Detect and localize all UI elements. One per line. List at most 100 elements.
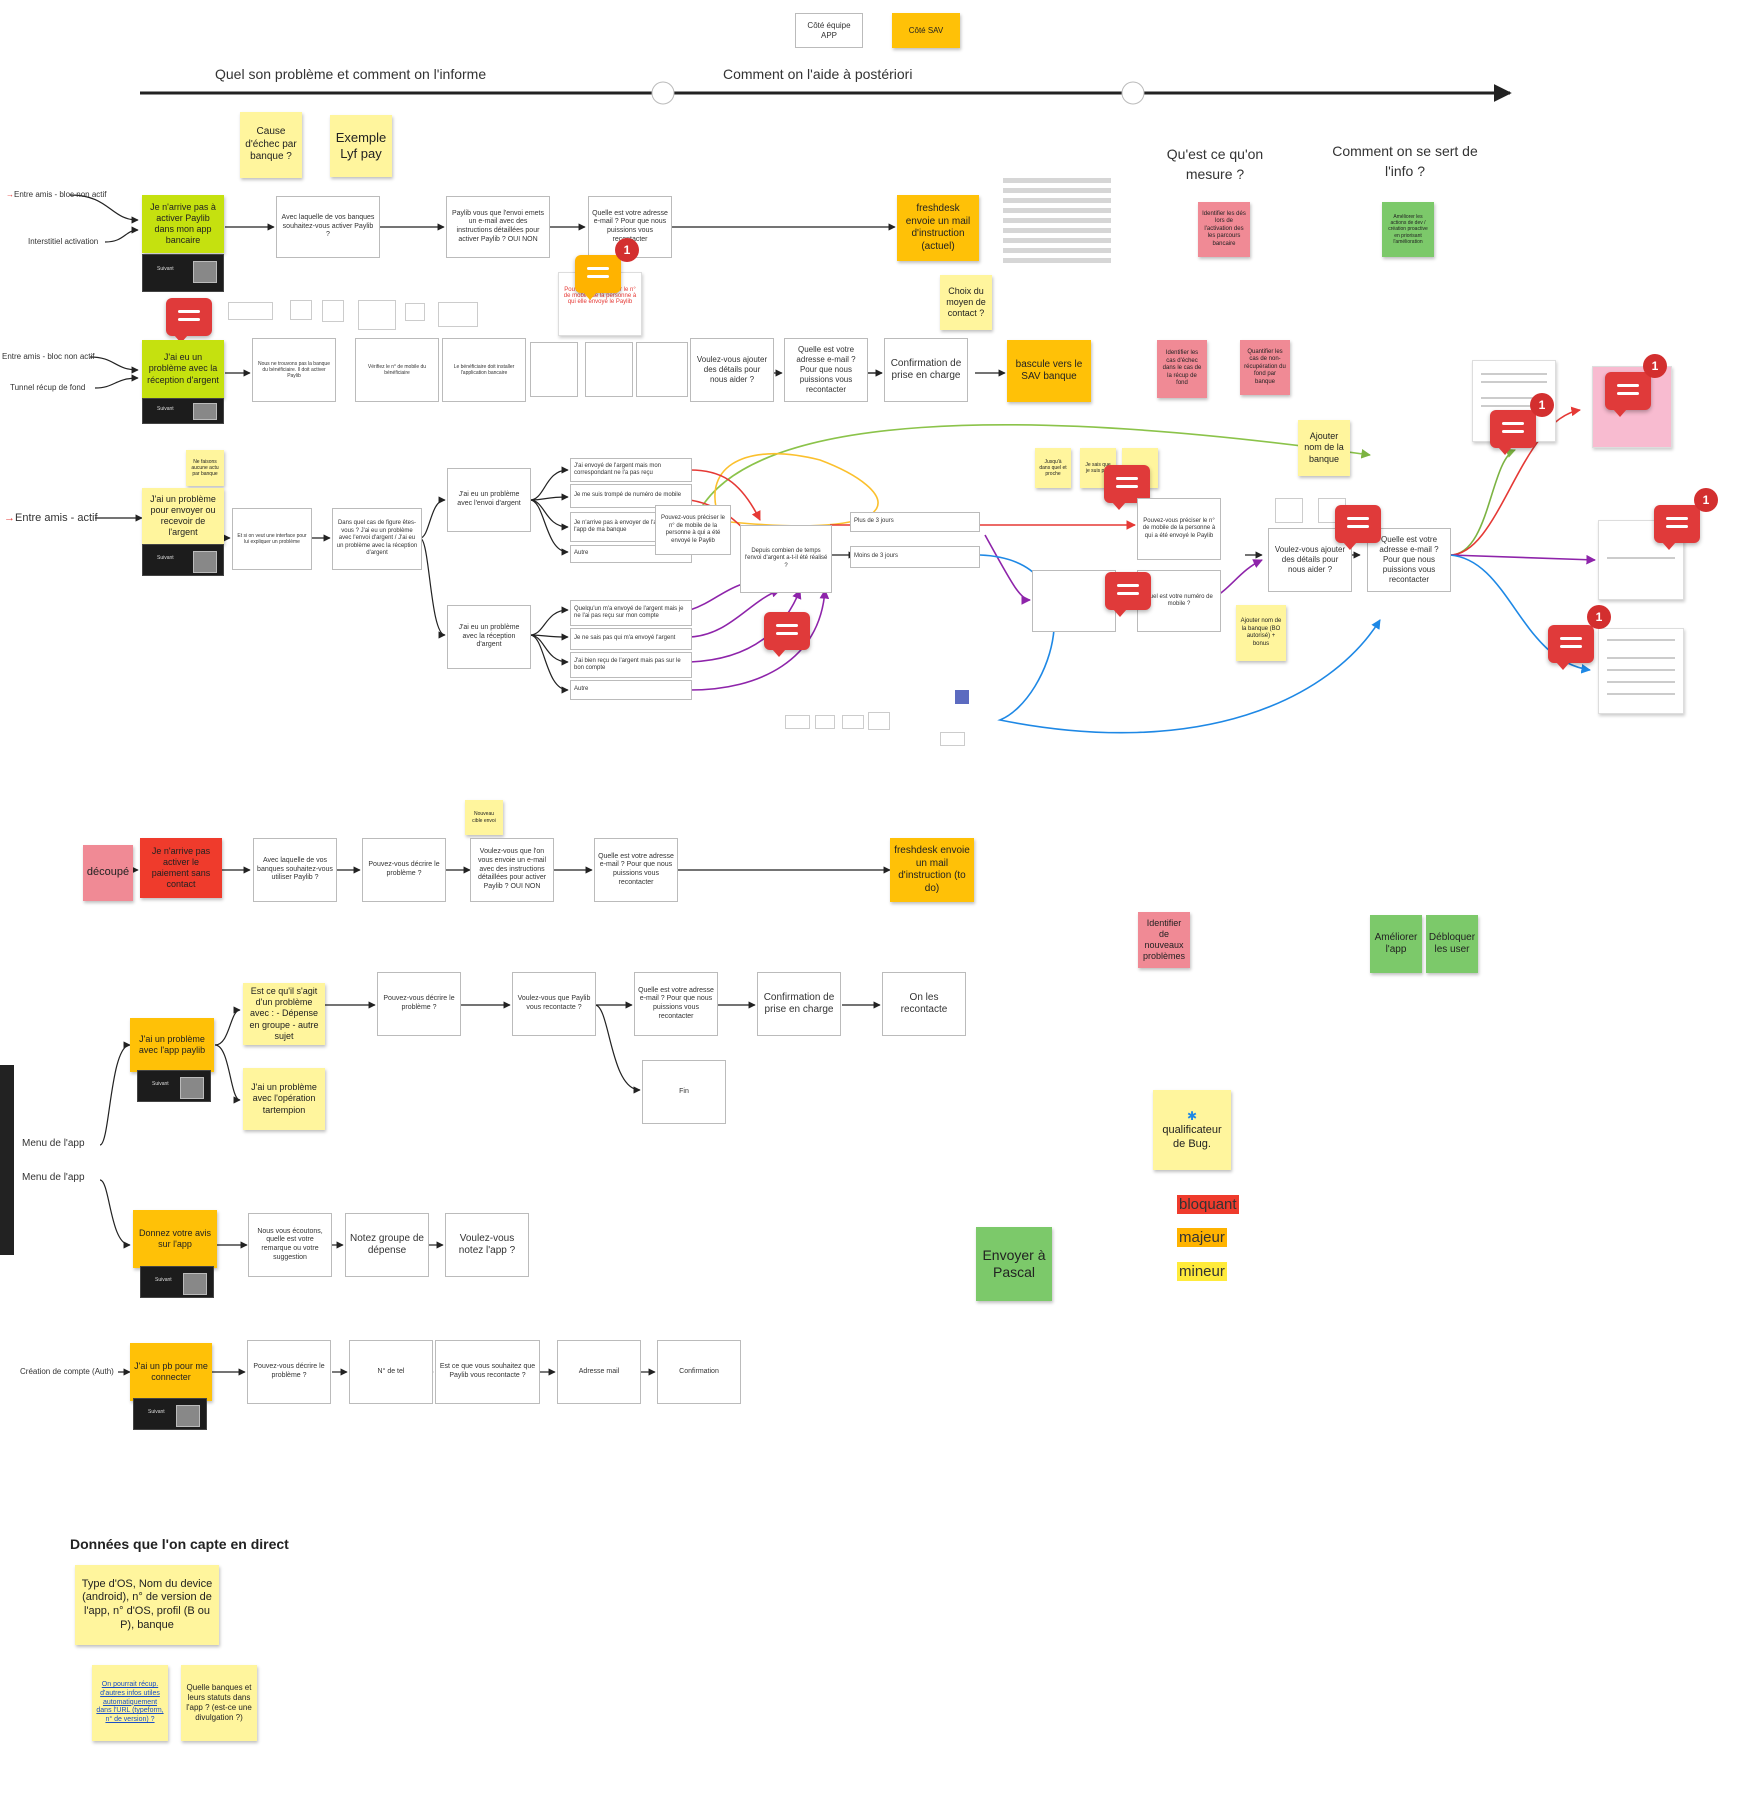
- sticky-cause-text: Cause d'échec par banque ?: [245, 126, 297, 163]
- row1-freshdesk-text: freshdesk envoie un mail d'instruction (…: [905, 203, 971, 252]
- text-line: [1607, 669, 1675, 671]
- row4-ameliorer: Améliorer l'app: [1370, 915, 1422, 973]
- app-screenshot-thumb: Suivant: [142, 254, 224, 292]
- red-arrow-icon: →: [6, 190, 14, 199]
- bottom-sticky-1-text: Type d'OS, Nom du device (android), n° d…: [81, 1577, 213, 1631]
- comment-line: [1502, 430, 1524, 433]
- row5-box-1: Pouvez-vous décrire le problème ?: [377, 972, 461, 1036]
- text-placeholder-lines: [1003, 178, 1111, 278]
- comment-icon[interactable]: [575, 255, 621, 300]
- row4-box-1: Avec laquelle de vos banques souhaitez-v…: [253, 838, 337, 902]
- text-line: [1003, 198, 1111, 203]
- text-line: [1003, 228, 1111, 233]
- row1-box-2: Paylib vous que l'envoi emets un e-mail …: [446, 196, 550, 258]
- thumb-label: Suivant: [157, 406, 174, 412]
- row2-confirmation: Confirmation de prise en charge: [884, 338, 968, 402]
- text-line: [1003, 188, 1111, 193]
- row6-box-4: Adresse mail: [557, 1340, 641, 1404]
- row4-decoupe-text: découpé: [86, 866, 130, 879]
- comment-icon[interactable]: [1654, 505, 1700, 550]
- text-line: [1481, 405, 1547, 407]
- mini-box: [785, 715, 810, 729]
- row1-use-text: Améliorer les actions de dev / création …: [1388, 213, 1428, 245]
- comment-icon[interactable]: [1605, 372, 1651, 417]
- comment-icon[interactable]: [166, 298, 212, 343]
- qualif-sticky: ✱ qualificateur de Bug.: [1153, 1090, 1231, 1170]
- row3-note-small: Ne faisons aucune actu par banque: [186, 450, 224, 486]
- row2-box-4: [530, 342, 578, 397]
- comment-line: [178, 310, 200, 313]
- row5-sticky: J'ai un problème avec l'app paylib: [130, 1018, 214, 1072]
- row3-s2: Je me suis trompé de numéro de mobile: [570, 484, 692, 508]
- row3-ajout-2: Ajouter nom de la banque (BO autorisé) +…: [1236, 605, 1286, 661]
- row2-sav-text: bascule vers le SAV banque: [1015, 358, 1083, 383]
- row3-note-small-text: Ne faisons aucune actu par banque: [191, 458, 219, 478]
- legend-team-app: Côté équipe APP: [795, 13, 863, 48]
- row5-box-3: Quelle est votre adresse e-mail ? Pour q…: [634, 972, 718, 1036]
- comment-line: [1617, 392, 1639, 395]
- row5-avis-text: Donnez votre avis sur l'app: [138, 1227, 212, 1249]
- row4-box-3: Voulez-vous que l'on vous envoie un e-ma…: [470, 838, 554, 902]
- row1-sticky-text: Je n'arrive pas à activer Paylib dans mo…: [150, 201, 216, 246]
- row6-sticky-text: J'ai un pb pour me connecter: [134, 1360, 208, 1382]
- comment-line: [1502, 422, 1524, 425]
- comment-icon[interactable]: [1548, 625, 1594, 670]
- row2-box-3: Le bénéficiaire doit installer l'applica…: [442, 338, 526, 402]
- row3-preciser-2: Pouvez-vous préciser le n° de mobile de …: [1137, 498, 1221, 560]
- mini-box: [290, 300, 312, 320]
- row3-r1: Quelqu'un m'a envoyé de l'argent mais je…: [570, 600, 692, 626]
- row4-box-4: Quelle est votre adresse e-mail ? Pour q…: [594, 838, 678, 902]
- row3-r2: Je ne sais pas qui m'a envoyé l'argent: [570, 628, 692, 650]
- comment-line: [1117, 584, 1139, 587]
- mini-box: [868, 712, 890, 730]
- timeline: [140, 81, 1512, 105]
- row5-fin: Fin: [642, 1060, 726, 1124]
- row3-s1: J'ai envoyé de l'argent mais mon corresp…: [570, 458, 692, 482]
- tag-mineur: mineur: [1177, 1262, 1227, 1281]
- row2-input-1: Entre amis - bloc non actif: [2, 352, 95, 361]
- doc-preview: [1598, 628, 1684, 714]
- row4-decoupe: découpé: [83, 845, 133, 901]
- row1-use: Améliorer les actions de dev / création …: [1382, 202, 1434, 257]
- comment-line: [1560, 645, 1582, 648]
- card-image: [183, 1273, 207, 1295]
- bottom-title: Données que l'on capte en direct: [70, 1536, 289, 1552]
- comment-icon[interactable]: [1490, 410, 1536, 455]
- row3-moins: Moins de 3 jours: [850, 546, 980, 568]
- text-line: [1607, 681, 1675, 683]
- comment-line: [776, 632, 798, 635]
- mini-box: [322, 300, 344, 322]
- row3-input-1: →Entre amis - actif: [4, 512, 98, 524]
- row1-input-1: →Entre amis - bloc non actif: [6, 190, 106, 199]
- row2-measure-2-text: Quantifier les cas de non-récupération d…: [1244, 348, 1286, 385]
- text-line: [1607, 657, 1675, 659]
- bug-icon: ✱: [1186, 1108, 1198, 1123]
- sticky-pascal-text: Envoyer à Pascal: [982, 1246, 1046, 1281]
- sticky-pascal: Envoyer à Pascal: [976, 1227, 1052, 1301]
- row2-box-5: [585, 342, 633, 397]
- comment-icon[interactable]: [1105, 572, 1151, 617]
- row5-avis: Donnez votre avis sur l'app: [133, 1210, 217, 1268]
- comment-icon[interactable]: [764, 612, 810, 657]
- row4-freshdesk-text: freshdesk envoie un mail d'instruction (…: [894, 845, 970, 894]
- row3-plus: Plus de 3 jours: [850, 512, 980, 532]
- mini-box: [228, 302, 273, 320]
- comment-icon[interactable]: [1104, 465, 1150, 510]
- row6-box-3: Est ce que vous souhaitez que Paylib vou…: [435, 1340, 540, 1404]
- phone-edge: [0, 1065, 14, 1255]
- bottom-sticky-2-link[interactable]: On pourrait récup. d'autres infos utiles…: [96, 1681, 164, 1724]
- comment-icon[interactable]: [1335, 505, 1381, 550]
- comment-line: [1666, 517, 1688, 520]
- bottom-sticky-1: Type d'OS, Nom du device (android), n° d…: [75, 1565, 219, 1645]
- text-line: [1003, 238, 1111, 243]
- mini-box: [405, 303, 425, 321]
- text-line: [1003, 258, 1111, 263]
- bottom-sticky-3: Quelle banques et leurs statuts dans l'a…: [181, 1665, 257, 1741]
- row3-sticky-jusqua-text: Jusqu'à dans quel et proche: [1039, 458, 1067, 478]
- row4-sticky-text: Je n'arrive pas activer le paiement sans…: [151, 845, 211, 890]
- row1-input-2: Interstitiel activation: [28, 237, 99, 246]
- text-line: [1003, 218, 1111, 223]
- card-image: [180, 1077, 204, 1099]
- doc-preview: [1598, 520, 1684, 600]
- row4-sticky: Je n'arrive pas activer le paiement sans…: [140, 838, 222, 898]
